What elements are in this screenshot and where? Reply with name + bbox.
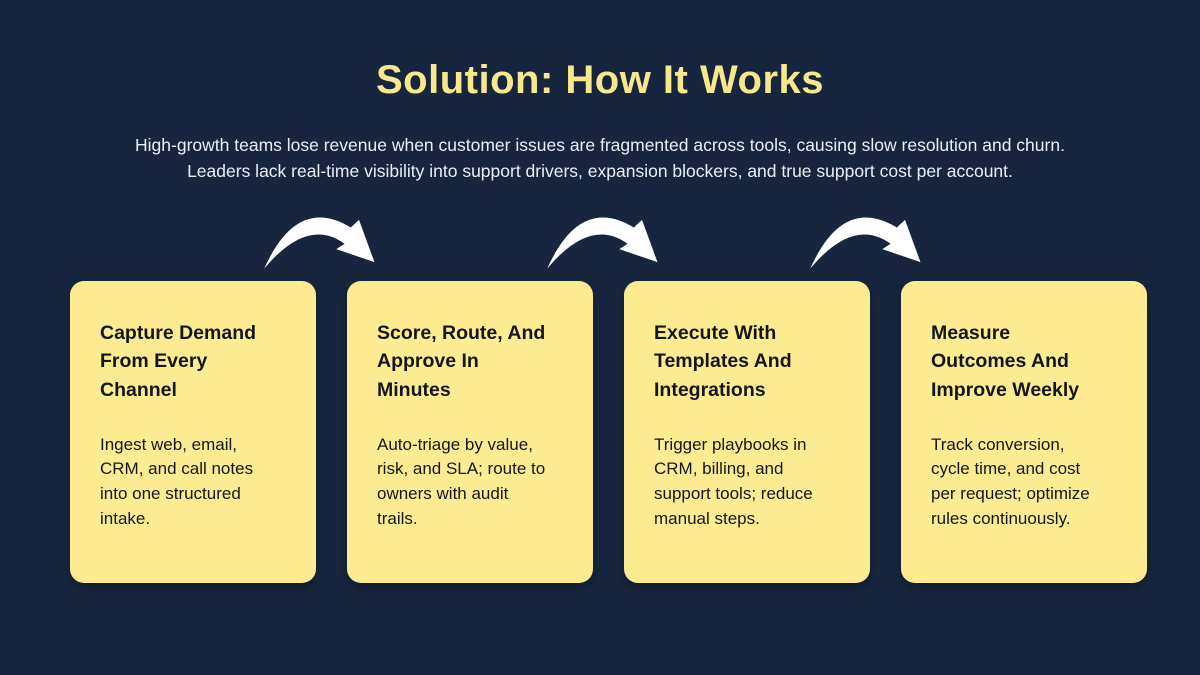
step-description: Auto-triage by value, risk, and SLA; rou… — [377, 434, 546, 528]
steps-row: Capture Demand From Every Channel Ingest… — [70, 281, 1147, 583]
page-title: Solution: How It Works — [375, 58, 824, 102]
step-card-2: Score, Route, And Approve In Minutes Aut… — [347, 281, 593, 583]
subtitle-line-2: Leaders lack real-time visibility into s… — [187, 161, 1013, 181]
step-card-3: Execute With Templates And Integrations … — [624, 281, 870, 583]
step-description: Ingest web, email, CRM, and call notes i… — [100, 434, 254, 528]
curved-arrow-icon — [547, 217, 658, 269]
step-description: Trigger playbooks in CRM, billing, and s… — [654, 434, 813, 528]
curved-arrow-icon — [810, 217, 921, 269]
step-description: Track conversion, cycle time, and cost p… — [931, 434, 1090, 528]
step-title: Measure Outcomes And Improve Weekly — [931, 322, 1080, 401]
step-title: Score, Route, And Approve In Minutes — [377, 322, 546, 401]
step-card-1: Capture Demand From Every Channel Ingest… — [70, 281, 316, 583]
step-title: Capture Demand From Every Channel — [100, 322, 257, 401]
slide-subtitle: High-growth teams lose revenue when cust… — [50, 132, 1150, 184]
step-card-4: Measure Outcomes And Improve Weekly Trac… — [901, 281, 1147, 583]
step-title: Execute With Templates And Integrations — [654, 322, 792, 401]
subtitle-line-1: High-growth teams lose revenue when cust… — [135, 135, 1065, 155]
curved-arrow-icon — [264, 217, 375, 269]
